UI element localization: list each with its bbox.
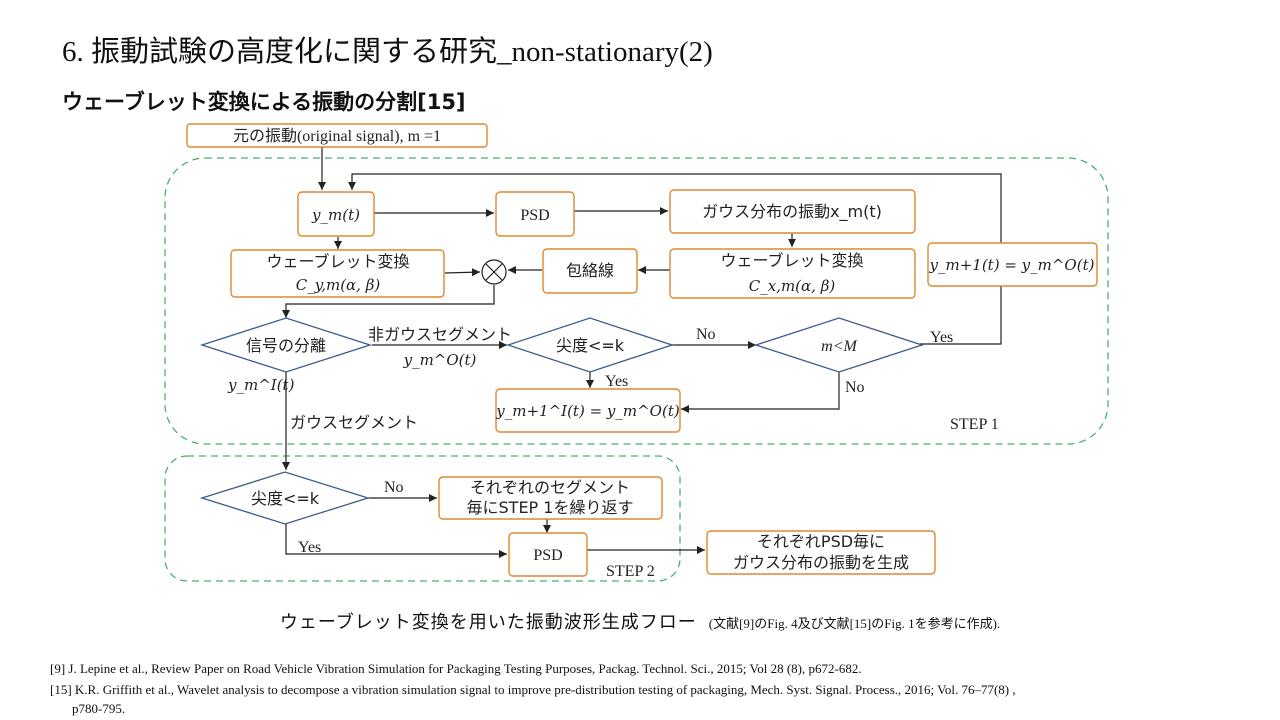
each-seg-line1: それぞれのセグメント <box>470 478 630 497</box>
psd-label: PSD <box>520 207 549 224</box>
no-label-2: No <box>845 379 865 396</box>
reference-9: [9] J. Lepine et al., Review Paper on Ro… <box>50 661 862 676</box>
wavelet-ym-box <box>230 249 445 298</box>
gauss-seg-label: ガウスセグメント <box>290 413 418 432</box>
step2-region <box>164 455 681 582</box>
reference-15-cont: p780-795. <box>72 701 126 716</box>
ym-box <box>297 191 375 237</box>
generate-line2: ガウス分布の振動を生成 <box>733 553 909 572</box>
kurtosis-label-1: 尖度<=k <box>556 336 625 355</box>
psd2-box <box>508 532 588 577</box>
ym1-i-label: y_m+1^I(t) = y_m^O(t) <box>495 402 680 420</box>
each-seg-line2: 毎にSTEP 1を繰り返す <box>467 498 634 517</box>
envelope-box <box>542 248 638 294</box>
split-label: 信号の分離 <box>246 336 326 355</box>
figure-caption: ウェーブレット変換を用いた振動波形生成フロー (文献[9]のFig. 4及び文献[… <box>0 608 1280 634</box>
caption-main: ウェーブレット変換を用いた振動波形生成フロー <box>279 612 697 633</box>
yes-label-2: Yes <box>930 329 953 346</box>
step2-label: STEP 2 <box>606 563 655 580</box>
gauss-xm-box <box>669 189 916 234</box>
ym-next-box <box>927 242 1098 287</box>
yes-label-3: Yes <box>298 539 321 556</box>
gauss-xm-label: ガウス分布の振動x_m(t) <box>702 202 882 222</box>
psd2-label: PSD <box>533 547 562 564</box>
non-gauss-label: 非ガウスセグメント <box>368 325 512 344</box>
m-lt-M-diamond <box>753 317 925 373</box>
c-xm-label: C_x,m(α, β) <box>749 277 836 295</box>
split-diamond <box>199 317 373 373</box>
generate-line1: それぞれPSD毎に <box>757 532 885 551</box>
ym-label: y_m(t) <box>311 206 360 224</box>
connectors <box>282 147 1002 558</box>
slide-title: 6. 振動試験の高度化に関する研究_non-stationary(2) <box>62 36 713 68</box>
wavelet-ym-label: ウェーブレット変換 <box>266 252 409 271</box>
generate-box <box>706 530 936 575</box>
step1-label: STEP 1 <box>950 416 999 433</box>
step1-region <box>164 157 1109 445</box>
wavelet-xm-box <box>669 248 916 299</box>
ym1-i-box <box>495 388 681 433</box>
ym-i-label: y_m^I(t) <box>227 376 295 394</box>
no-label-1: No <box>696 326 716 343</box>
kurtosis-label-2: 尖度<=k <box>251 489 320 508</box>
psd-box <box>495 191 575 237</box>
kurtosis-diamond-1 <box>505 317 675 373</box>
reference-15: [15] K.R. Griffith et al., Wavelet analy… <box>50 682 1016 697</box>
envelope-label: 包絡線 <box>566 261 614 280</box>
m-lt-M-label: m<M <box>821 338 858 355</box>
ym-next-label: y_m+1(t) = y_m^O(t) <box>929 256 1095 274</box>
start-box <box>186 123 488 148</box>
caption-note: (文献[9]のFig. 4及び文献[15]のFig. 1を参考に作成). <box>708 616 1001 631</box>
wavelet-xm-label: ウェーブレット変換 <box>720 251 863 270</box>
no-label-3: No <box>384 479 404 496</box>
slide-subtitle: ウェーブレット変換による振動の分割[15] <box>62 90 466 114</box>
each-seg-box <box>438 476 663 520</box>
yes-label-1: Yes <box>605 373 628 390</box>
c-ym-label: C_y,m(α, β) <box>296 276 381 294</box>
start-label: 元の振動(original signal), m =1 <box>233 127 441 145</box>
multiply-cross-b <box>485 263 503 281</box>
ym-o-label: y_m^O(t) <box>403 351 477 369</box>
kurtosis-diamond-2 <box>199 471 371 525</box>
